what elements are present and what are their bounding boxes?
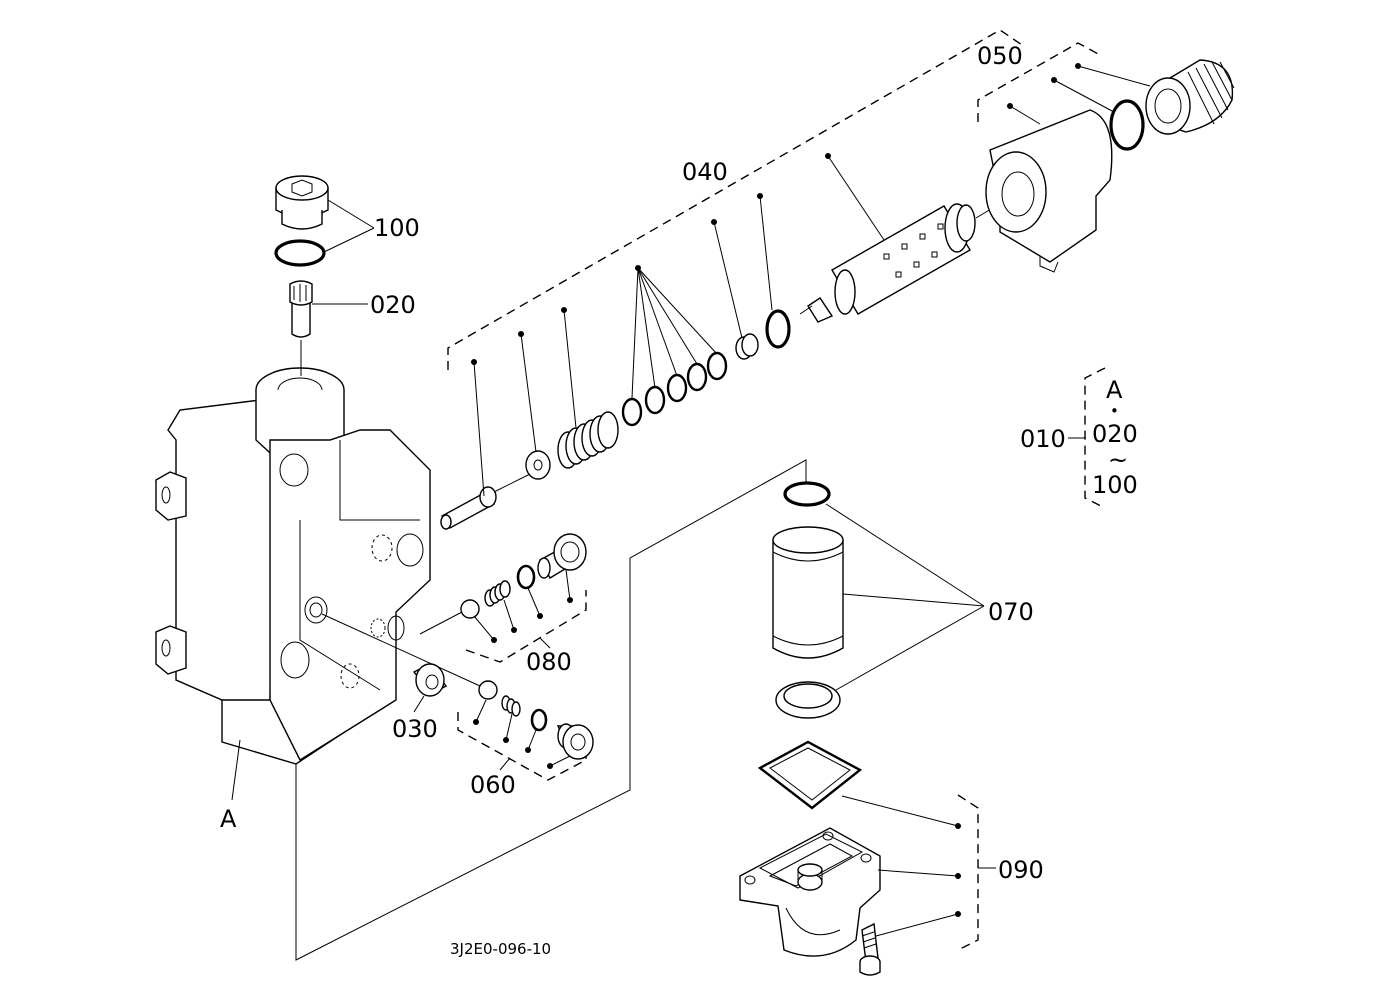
callout-070: 070 — [988, 598, 1034, 626]
group-050-boundary — [977, 42, 1101, 122]
part-050-coil — [985, 109, 1113, 273]
note-assembly-top: A — [1106, 376, 1123, 404]
part-090-gasket — [757, 740, 863, 810]
leaders-030 — [413, 695, 425, 713]
callout-090: 090 — [998, 856, 1044, 884]
callout-010: 010 — [1020, 425, 1066, 453]
part-050-nut — [1145, 59, 1235, 135]
part-060-plug — [556, 723, 594, 760]
part-060-axis — [321, 613, 481, 687]
callout-050: 050 — [977, 42, 1023, 70]
part-040-collar — [735, 333, 759, 360]
leaders-060 — [473, 699, 571, 771]
drawing-number: 3J2E0-096-10 — [450, 940, 551, 958]
note-range-tilde: ~ — [1108, 446, 1128, 474]
callout-040: 040 — [682, 158, 728, 186]
part-090-bolt — [859, 922, 881, 976]
part-070-o-ring — [783, 481, 831, 507]
part-080-axis — [419, 611, 463, 635]
part-080-spring — [484, 580, 511, 607]
part-040-o-ring — [765, 309, 791, 349]
callout-080: 080 — [526, 648, 572, 676]
leaders-040 — [471, 153, 885, 497]
part-090-cover — [739, 827, 881, 957]
part-020-cartridge — [289, 280, 313, 376]
note-range-from: 020 — [1092, 420, 1138, 448]
group-080-boundary — [465, 590, 587, 663]
leaders-070 — [825, 503, 985, 691]
part-040-spring-seat — [525, 450, 551, 480]
callout-030: 030 — [392, 715, 438, 743]
part-070-seal — [775, 681, 841, 719]
part-070-filter-element — [772, 526, 844, 659]
callout-020: 020 — [370, 291, 416, 319]
leaders-100 — [323, 199, 375, 253]
part-050-o-ring — [1109, 99, 1145, 151]
leaders-080 — [473, 569, 573, 649]
leader-assembly-a — [231, 739, 241, 801]
note-bullet: • — [1110, 402, 1119, 420]
part-060-spring — [501, 695, 521, 717]
group-040-boundary — [447, 29, 1023, 370]
part-040-spring — [557, 411, 619, 469]
part-100-o-ring — [274, 239, 326, 267]
leaders-090 — [841, 795, 996, 937]
part-060-ball — [478, 680, 498, 700]
part-080-o-ring — [516, 564, 536, 590]
part-040-washers — [621, 351, 728, 427]
part-030-plug — [412, 663, 448, 697]
note-range-to: 100 — [1092, 471, 1138, 499]
callout-100: 100 — [374, 214, 420, 242]
part-100-plug — [275, 175, 329, 230]
part-060-o-ring — [530, 708, 548, 732]
part-080-ball — [460, 599, 480, 619]
leaders-050 — [1007, 63, 1151, 125]
part-040-spool — [440, 473, 531, 530]
callout-assembly-a: A — [220, 805, 237, 833]
valve-body — [155, 367, 431, 765]
part-080-plug — [537, 533, 587, 579]
assembly-connection-lines — [295, 459, 807, 961]
group-090-boundary — [957, 794, 979, 951]
part-040-cartridge — [799, 203, 976, 323]
callout-060: 060 — [470, 771, 516, 799]
